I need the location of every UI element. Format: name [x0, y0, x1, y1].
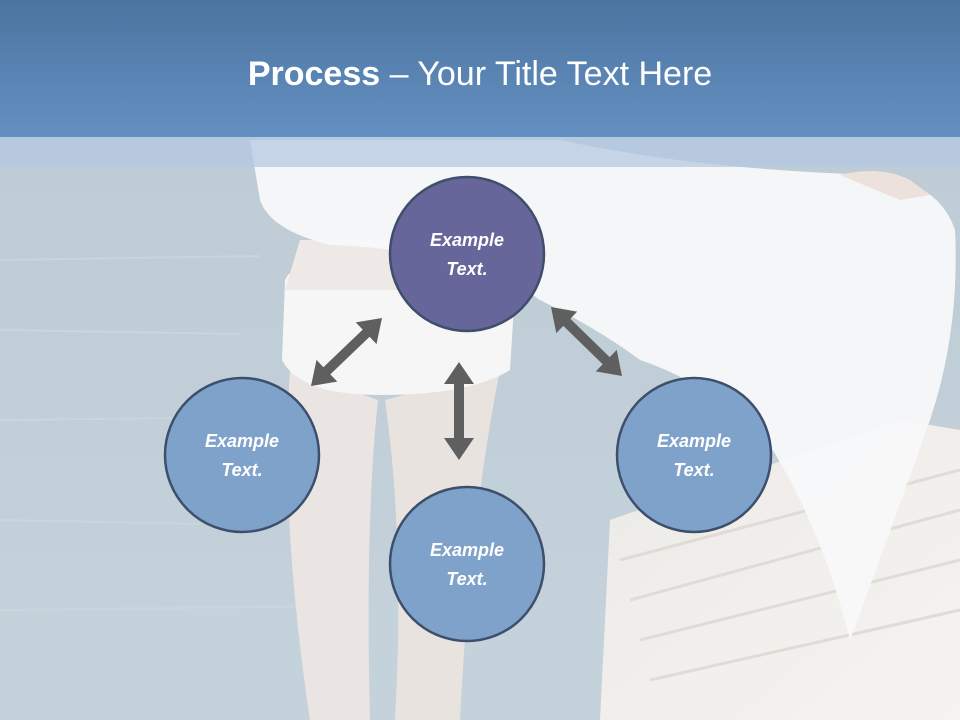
title-bar [0, 0, 960, 137]
node-top[interactable]: Example Text. [388, 175, 546, 333]
node-right-line2: Text. [673, 460, 714, 480]
node-right[interactable]: Example Text. [615, 376, 773, 534]
node-bottom-line1: Example [430, 540, 504, 560]
node-left-circle [163, 376, 321, 534]
arrow-top-right [551, 307, 622, 376]
arrow-top-left [311, 318, 382, 386]
node-right-circle [615, 376, 773, 534]
slide-title-rest: – Your Title Text Here [380, 55, 713, 93]
slide-title-bold: Process [247, 55, 381, 93]
node-top-line1: Example [430, 230, 504, 250]
node-bottom-circle [388, 485, 546, 643]
node-left-line2: Text. [221, 460, 262, 480]
node-left[interactable]: Example Text. [163, 376, 321, 534]
node-bottom-line2: Text. [446, 569, 487, 589]
node-top-line2: Text. [446, 259, 487, 279]
arrows [311, 307, 622, 460]
arrow-top-bottom [444, 362, 474, 460]
node-left-line1: Example [205, 431, 279, 451]
node-top-circle [388, 175, 546, 333]
node-bottom[interactable]: Example Text. [388, 485, 546, 643]
node-right-line1: Example [657, 431, 731, 451]
title-bar-band [0, 137, 960, 167]
slide-title: Process – Your Title Text Here [0, 52, 960, 96]
